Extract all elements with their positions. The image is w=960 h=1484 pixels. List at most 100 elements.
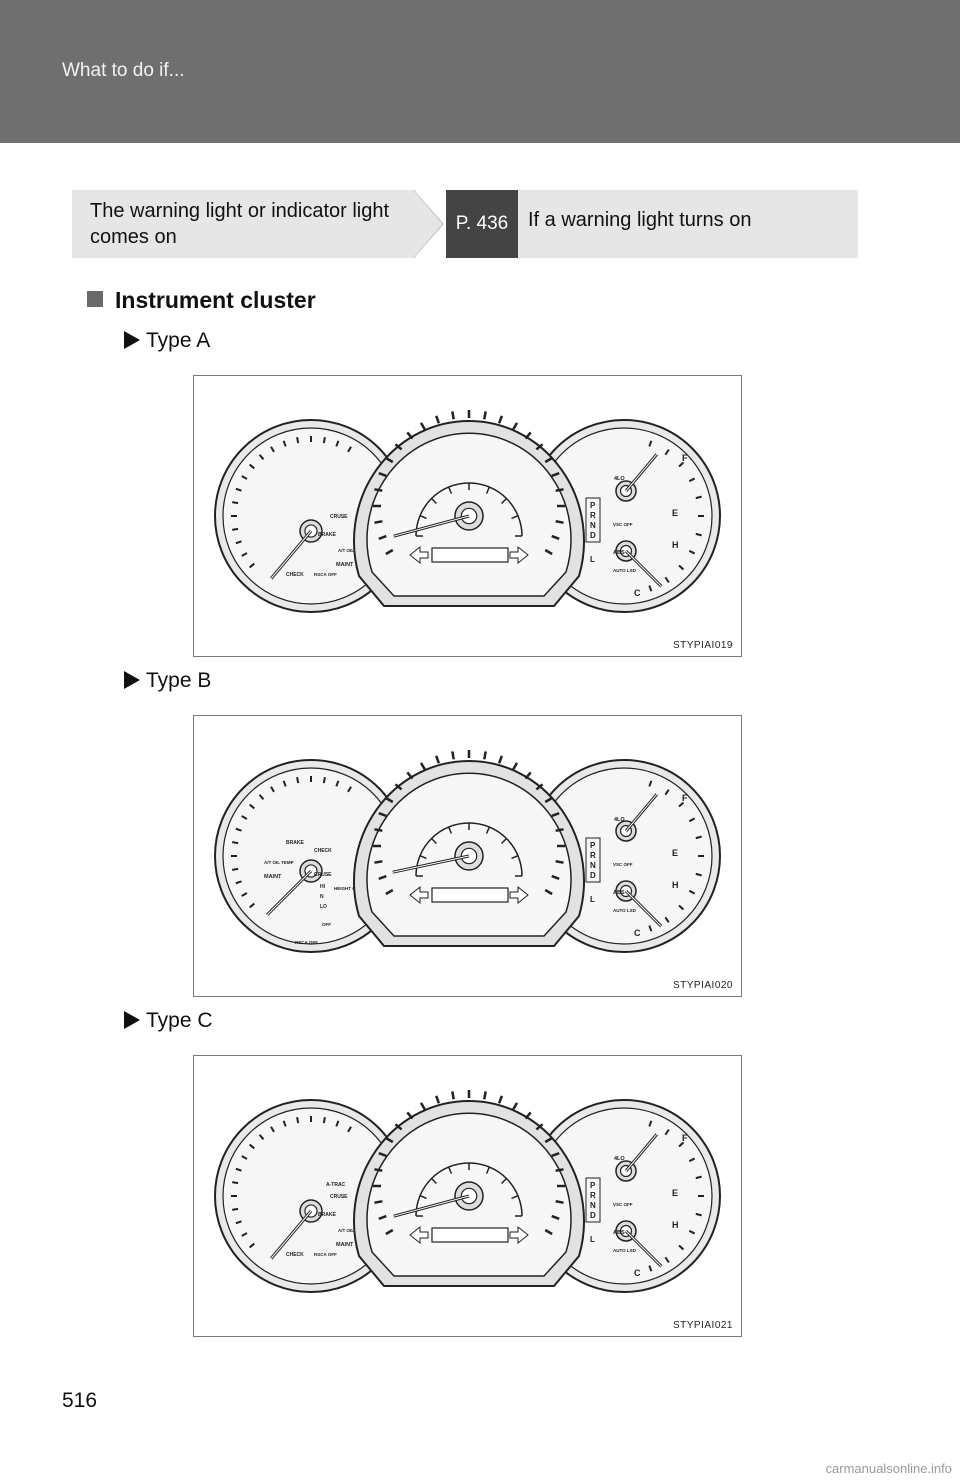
gauge-tick: [451, 1091, 455, 1100]
gauge-tick: [511, 855, 519, 860]
gauge-tick: [664, 916, 670, 923]
vsc-off-label: VSC OFF: [613, 522, 633, 527]
gauge-tick: [555, 1200, 564, 1204]
gauge-tick: [511, 422, 519, 431]
brake-label: BRAKE: [318, 1212, 336, 1218]
gauge-tick: [249, 803, 255, 810]
gauge-tick: [544, 456, 553, 464]
gauge-tick: [688, 1229, 696, 1235]
gauge-tick: [406, 1111, 414, 1120]
gauge-tick: [406, 431, 414, 440]
gauge-tick: [544, 888, 553, 896]
gauge-tick: [378, 471, 387, 478]
reference-page-link[interactable]: P. 436: [446, 190, 518, 258]
gauge-tick: [378, 1151, 387, 1158]
gauge-needle-highlight: [393, 515, 470, 537]
a-trac-label: A-TRAC: [326, 1182, 346, 1188]
gauge-tick: [241, 475, 248, 480]
gear-label: R: [590, 1191, 596, 1200]
abs-label: ABS: [613, 1230, 625, 1236]
odometer-display: [431, 887, 509, 903]
gauge-tick: [451, 751, 455, 760]
gauge-tick: [322, 1117, 326, 1124]
check-label: CHECK: [286, 572, 304, 578]
gauge-tick: [678, 1244, 685, 1251]
gauge-tick: [500, 837, 508, 845]
gauge-tick: [551, 811, 560, 818]
gauge-tick: [434, 415, 441, 424]
gauge-tick: [235, 1220, 242, 1225]
gauge-tick: [235, 540, 242, 545]
gauge-tick: [335, 440, 340, 447]
type-c-label-text: Type C: [146, 1009, 213, 1032]
gauge-tick: [678, 904, 685, 911]
gauge-tick: [551, 534, 560, 541]
type-a-label-text: Type A: [146, 329, 211, 352]
gear-label: R: [590, 851, 596, 860]
gauge-tick: [241, 815, 248, 820]
fuel-full-label: F: [682, 453, 688, 463]
right-arrow-icon: [509, 545, 529, 565]
temp-cold-label: C: [634, 928, 641, 938]
gauge-tick: [695, 835, 702, 840]
left-arrow-icon: [409, 545, 429, 565]
gauge-tick: [648, 780, 653, 787]
four-lo-label: 4LO: [614, 817, 625, 823]
gauge-tick: [535, 443, 544, 451]
gauge-tick: [249, 562, 255, 569]
fuel-full-label: F: [682, 1133, 688, 1143]
square-bullet-icon: [87, 291, 103, 307]
height-lo-label: LO: [320, 904, 327, 910]
gear-label: L: [590, 1235, 595, 1244]
gauge-tick: [385, 548, 394, 556]
gauge-tick: [394, 1123, 403, 1131]
gauge-tick: [555, 828, 564, 832]
gauge-tick: [347, 1126, 352, 1133]
gauge-needle-highlight: [625, 890, 662, 927]
at-oil-temp-label: A/T OIL TEMP: [338, 548, 368, 553]
gauge-tick: [385, 456, 394, 464]
type-c-label: Type C: [124, 1009, 213, 1033]
gauge-tick: [258, 794, 265, 800]
gear-label: L: [590, 555, 595, 564]
four-lo-label: 4LO: [614, 1156, 625, 1162]
left-arrow-icon: [409, 1225, 429, 1245]
gauge-tick: [551, 471, 560, 478]
gauge-tick: [544, 1228, 553, 1236]
vsc-off-label: VSC OFF: [613, 862, 633, 867]
gauge-tick: [258, 1134, 265, 1140]
gauge-tick: [378, 874, 387, 881]
gauge-needle-highlight: [625, 550, 662, 587]
gauge-tick: [664, 576, 670, 583]
gear-indicator-frame: [585, 1177, 601, 1223]
temp-hot-label: H: [672, 880, 679, 890]
triangle-right-icon: [124, 671, 140, 689]
gauge-tick: [419, 1102, 427, 1111]
gauge-tick: [485, 1166, 490, 1174]
gauge-tick: [335, 780, 340, 787]
gauge-tick: [232, 501, 239, 505]
reference-condition-box: [72, 190, 416, 258]
gauge-tick: [688, 817, 696, 823]
gauge-tick: [648, 440, 653, 447]
gauge-tick: [524, 771, 532, 780]
gauge-tick: [544, 1136, 553, 1144]
temp-hot-label: H: [672, 540, 679, 550]
gauge-tick: [249, 1143, 255, 1150]
four-lo-label: 4LO: [614, 476, 625, 482]
page-number: 516: [62, 1389, 98, 1412]
gauge-needle-highlight: [266, 870, 312, 916]
gauge-tick: [483, 751, 487, 760]
gauge-tick: [555, 520, 564, 524]
gauge-tick: [485, 826, 490, 834]
gauge-tick: [688, 549, 696, 555]
header-title: What to do if...: [62, 60, 185, 81]
maint-label: MAINT: [264, 874, 282, 880]
gauge-tick: [451, 411, 455, 420]
gauge-tick: [258, 454, 265, 460]
gauge-tick: [678, 801, 685, 808]
gauge-tick: [497, 755, 504, 764]
